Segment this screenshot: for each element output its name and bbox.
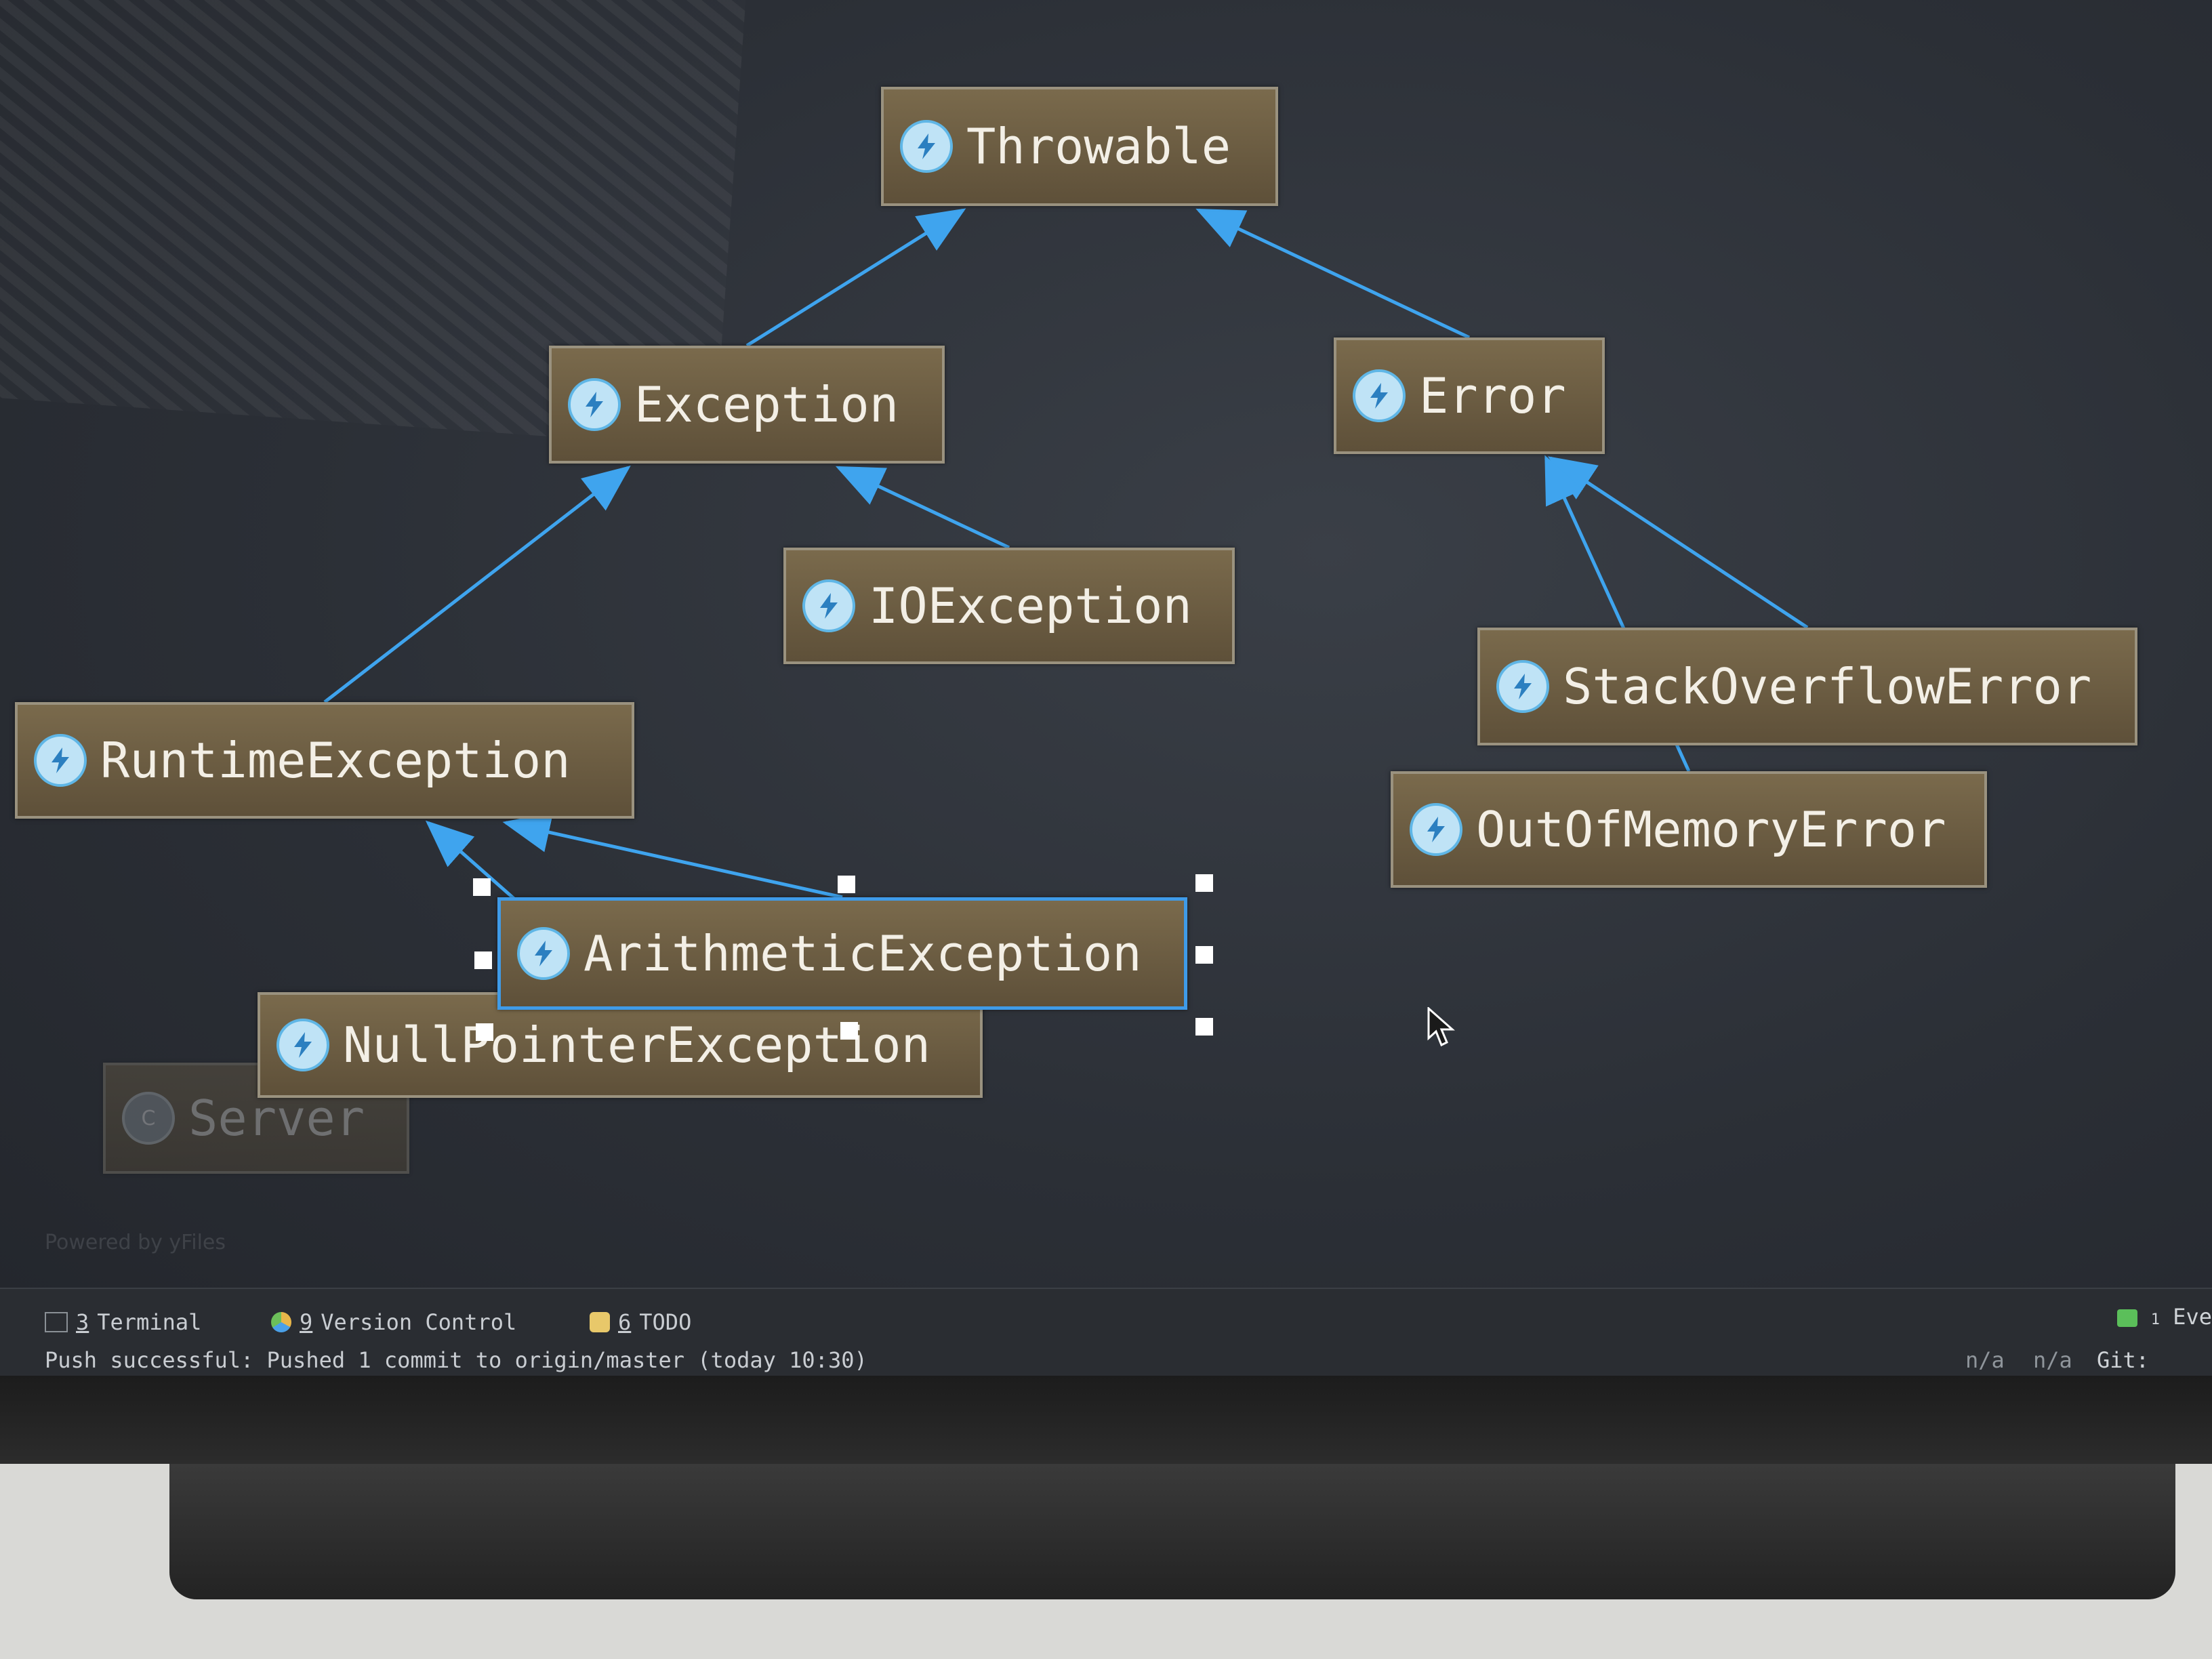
node-error[interactable]: Error bbox=[1334, 337, 1605, 454]
edge-stackoverflowerror-to-error[interactable] bbox=[1547, 456, 1809, 630]
laptop-bezel bbox=[0, 1376, 2212, 1464]
node-label-throwable: Throwable bbox=[966, 118, 1231, 175]
node-ioexception[interactable]: IOException bbox=[783, 548, 1235, 664]
resize-handle-bottom-left[interactable] bbox=[476, 1023, 493, 1041]
event-log-label: Eve bbox=[2173, 1304, 2212, 1330]
caret-position: n/a bbox=[1965, 1347, 2005, 1373]
todo-icon bbox=[590, 1312, 610, 1332]
node-stackoverflowerror[interactable]: StackOverflowError bbox=[1477, 628, 2137, 745]
node-label-ioexception: IOException bbox=[869, 577, 1192, 634]
mouse-cursor-icon bbox=[1427, 1007, 1455, 1047]
terminal-icon bbox=[45, 1312, 68, 1332]
node-label-error: Error bbox=[1419, 367, 1566, 424]
exception-icon bbox=[1496, 660, 1549, 713]
edge-arithmeticexception-to-runtimeexception[interactable] bbox=[502, 812, 843, 899]
node-label-server: Server bbox=[188, 1090, 365, 1147]
edge-exception-to-throwable[interactable] bbox=[745, 208, 966, 348]
node-exception[interactable]: Exception bbox=[549, 346, 945, 464]
edge-runtimeexception-to-exception[interactable] bbox=[323, 465, 631, 703]
node-label-exception: Exception bbox=[634, 376, 899, 433]
node-throwable[interactable]: Throwable bbox=[881, 87, 1278, 206]
exception-icon bbox=[1410, 803, 1462, 856]
edge-error-to-throwable[interactable] bbox=[1195, 208, 1471, 340]
node-label-arithmeticexception: ArithmeticException bbox=[583, 925, 1142, 982]
edge-ioexception-to-exception[interactable] bbox=[835, 466, 1010, 550]
ide-screen: Throwable Exception Error IOException Ru… bbox=[0, 0, 2212, 1376]
node-label-stackoverflowerror: StackOverflowError bbox=[1563, 658, 2092, 715]
exception-icon bbox=[34, 734, 87, 787]
node-outofmemoryerror[interactable]: OutOfMemoryError bbox=[1391, 771, 1987, 888]
toolwindow-label: TODO bbox=[639, 1309, 692, 1335]
toolwindow-version-control[interactable]: 9 Version Control bbox=[271, 1309, 516, 1335]
exception-icon bbox=[900, 120, 953, 173]
toolwindow-todo[interactable]: 6 TODO bbox=[590, 1309, 691, 1335]
node-runtimeexception[interactable]: RuntimeException bbox=[15, 702, 634, 819]
toolwindow-number: 3 bbox=[76, 1309, 89, 1335]
exception-icon bbox=[802, 579, 855, 632]
status-bar: 3 Terminal 9 Version Control 6 TODO Push… bbox=[0, 1288, 2212, 1376]
resize-handle-bottom[interactable] bbox=[840, 1022, 858, 1040]
toolwindow-label: Version Control bbox=[321, 1309, 517, 1335]
node-arithmeticexception[interactable]: ArithmeticException bbox=[497, 897, 1187, 1010]
class-icon: C bbox=[122, 1092, 175, 1145]
toolwindow-number: 6 bbox=[618, 1309, 632, 1335]
git-branch-widget[interactable]: Git: mast bbox=[2097, 1347, 2150, 1376]
event-log-icon bbox=[2117, 1309, 2138, 1327]
status-message: Push successful: Pushed 1 commit to orig… bbox=[45, 1347, 867, 1373]
node-label-outofmemoryerror: OutOfMemoryError bbox=[1476, 801, 1946, 858]
resize-handle-top[interactable] bbox=[838, 876, 855, 893]
exception-icon bbox=[276, 1019, 329, 1071]
node-label-runtimeexception: RuntimeException bbox=[100, 732, 571, 789]
resize-handle-left[interactable] bbox=[474, 951, 492, 969]
laptop-hinge bbox=[169, 1464, 2175, 1599]
toolwindow-label: Terminal bbox=[97, 1309, 202, 1335]
resize-handle-right[interactable] bbox=[1195, 946, 1213, 964]
resize-handle-top-right[interactable] bbox=[1195, 874, 1213, 892]
exception-icon bbox=[1353, 369, 1406, 422]
encoding-indicator: n/a bbox=[2033, 1347, 2072, 1373]
version-control-icon bbox=[271, 1312, 291, 1332]
resize-handle-top-left[interactable] bbox=[473, 878, 491, 896]
event-count: 1 bbox=[2150, 1311, 2160, 1328]
toolwindow-number: 9 bbox=[300, 1309, 313, 1335]
watermark: Powered by yFiles bbox=[45, 1231, 226, 1254]
exception-icon bbox=[517, 927, 570, 980]
exception-icon bbox=[568, 378, 621, 431]
event-log-button[interactable]: 1 Eve bbox=[2117, 1304, 2212, 1330]
toolwindow-terminal[interactable]: 3 Terminal bbox=[45, 1309, 201, 1335]
svg-text:C: C bbox=[142, 1107, 156, 1130]
resize-handle-bottom-right[interactable] bbox=[1195, 1018, 1213, 1036]
node-label-nullpointerexception: NullPointerException bbox=[343, 1017, 930, 1073]
